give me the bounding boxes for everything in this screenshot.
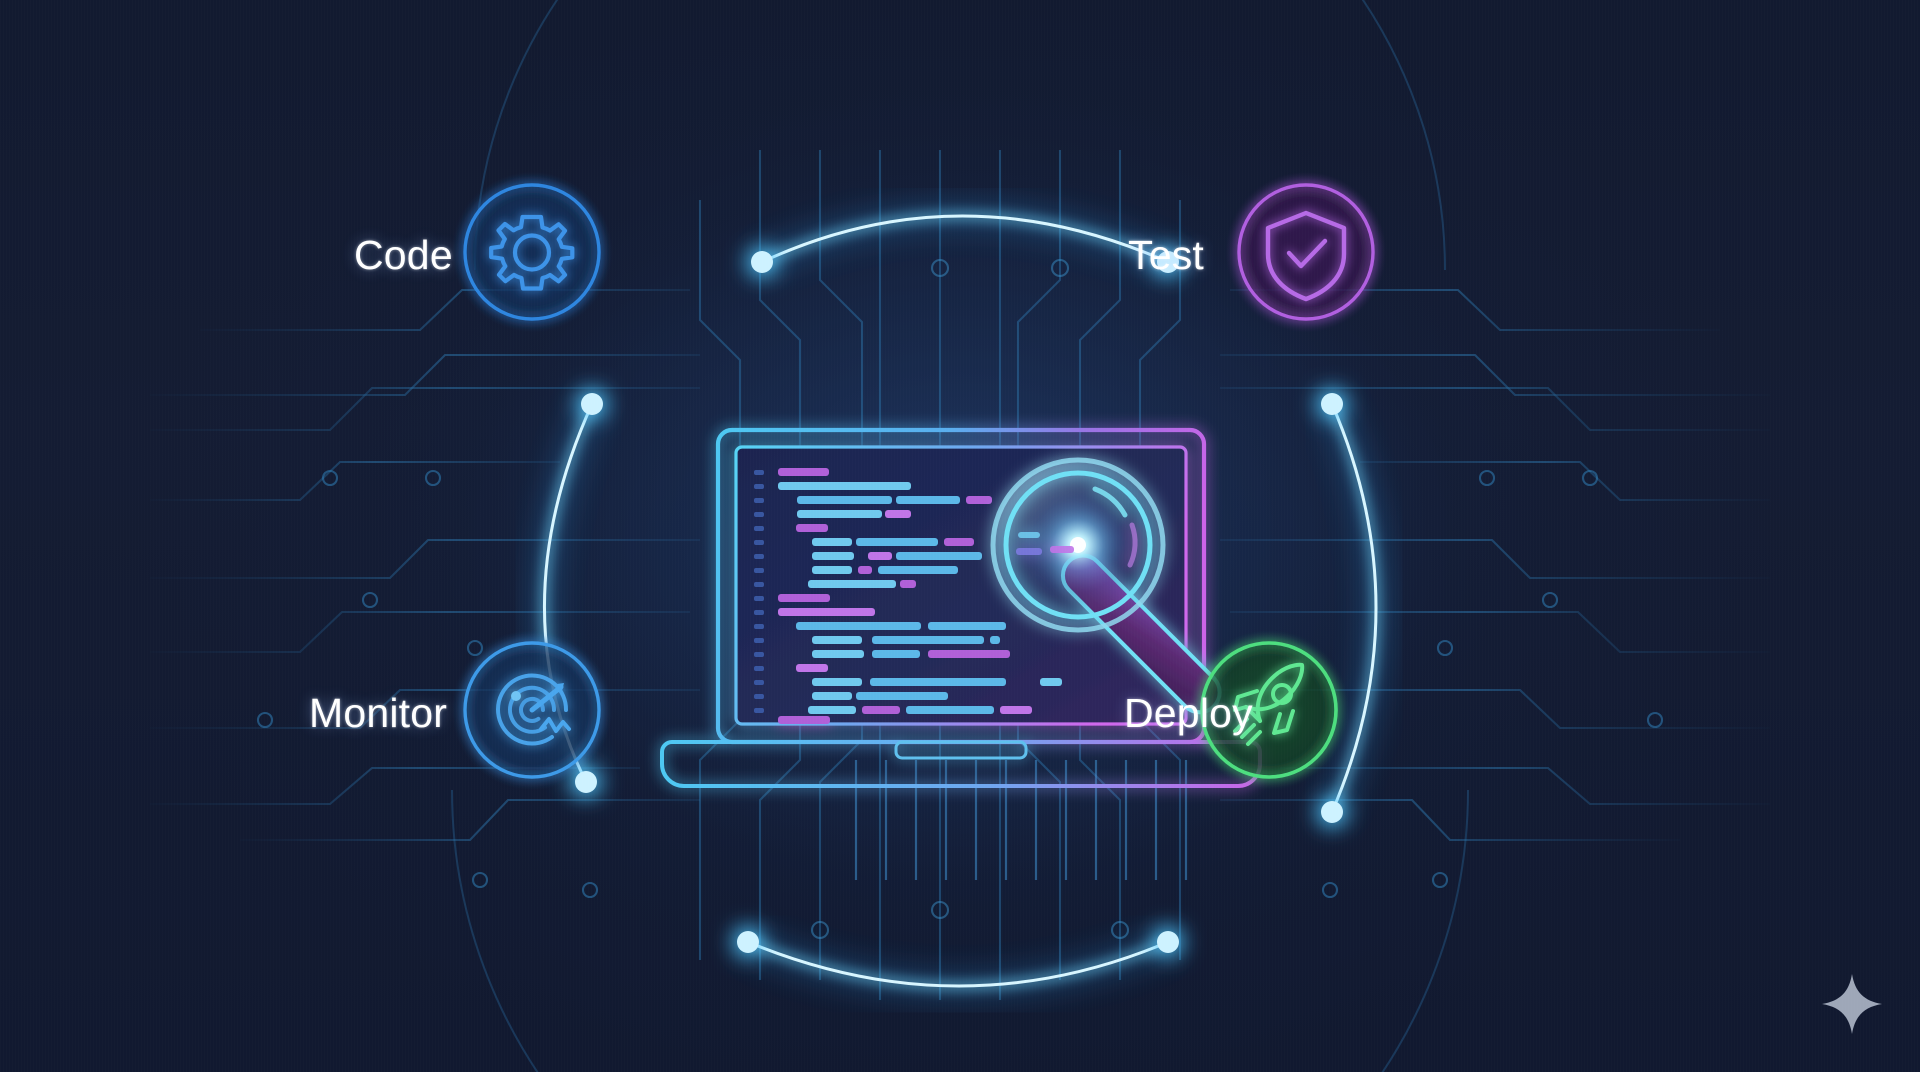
node-test[interactable] — [1226, 172, 1386, 332]
node-label-deploy: Deploy — [1124, 690, 1253, 736]
gear-icon — [489, 214, 575, 291]
node-label-monitor: Monitor — [309, 690, 448, 736]
arc-code-test — [758, 208, 1172, 269]
node-deploy[interactable] — [1189, 630, 1349, 790]
radar-gauge-icon — [496, 673, 571, 746]
arc-test-deploy — [1325, 401, 1384, 815]
arc-deploy-monitor — [745, 935, 1171, 994]
node-monitor[interactable] — [452, 630, 612, 790]
node-label-code: Code — [354, 232, 453, 278]
shield-check-icon — [1265, 210, 1347, 302]
rocket-icon — [1233, 662, 1305, 746]
node-label-test: Test — [1128, 232, 1204, 278]
node-code[interactable] — [452, 172, 612, 332]
sparkle-icon — [1822, 974, 1882, 1034]
arc-endpoints — [571, 247, 1347, 957]
